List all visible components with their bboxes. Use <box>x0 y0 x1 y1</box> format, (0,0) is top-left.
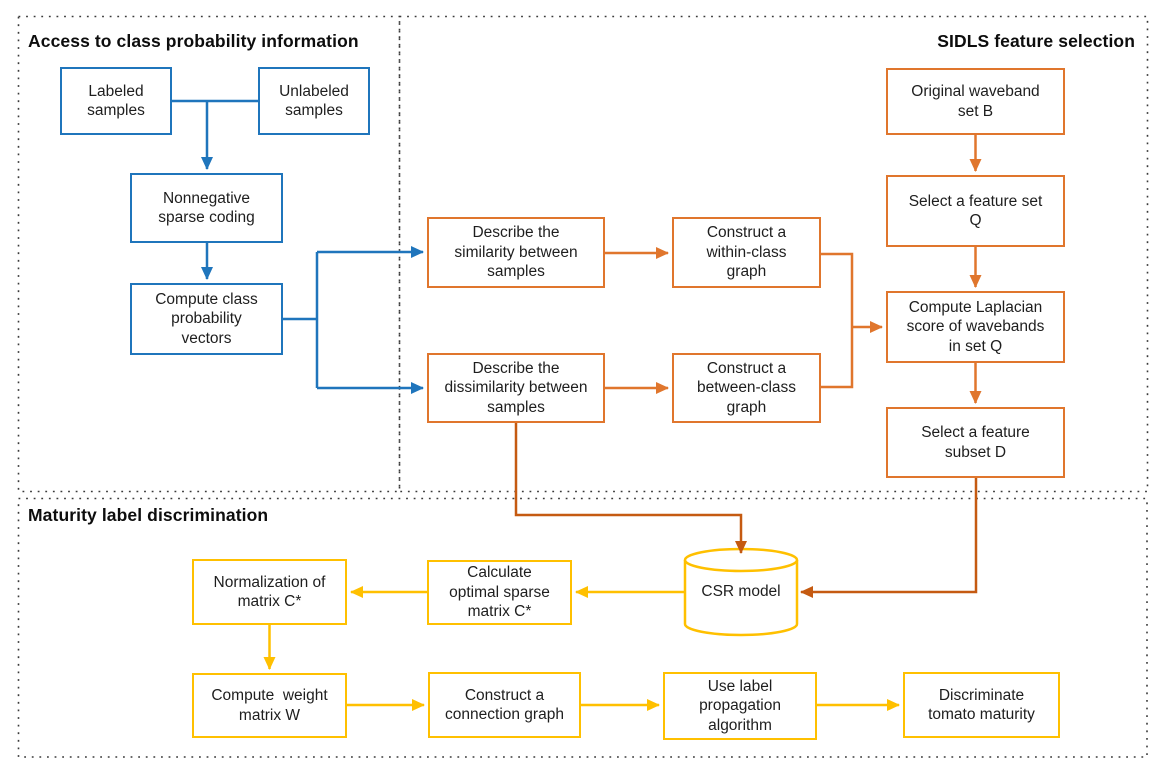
node-original-waveband-set: Original waveband set B <box>886 68 1065 135</box>
node-nonnegative-sparse-coding: Nonnegative sparse coding <box>130 173 283 243</box>
connectors-blue <box>172 99 424 394</box>
node-calculate-optimal-sparse-matrix: Calculate optimal sparse matrix C* <box>427 560 572 625</box>
node-describe-dissimilarity: Describe the dissimilarity between sampl… <box>427 353 605 423</box>
node-unlabeled-samples: Unlabeled samples <box>258 67 370 135</box>
node-construct-connection-graph: Construct a connection graph <box>428 672 581 738</box>
node-labeled-samples: Labeled samples <box>60 67 172 135</box>
connectors-dark-orange <box>514 423 978 598</box>
section-access-border <box>17 15 401 493</box>
node-select-feature-subset: Select a feature subset D <box>886 407 1065 478</box>
connectors-orange <box>605 135 982 404</box>
node-normalization-matrix: Normalization of matrix C* <box>192 559 347 625</box>
connectors-yellow <box>263 586 900 711</box>
node-discriminate-tomato-maturity: Discriminate tomato maturity <box>903 672 1060 738</box>
section-sidls-border <box>398 15 1149 493</box>
node-compute-weight-matrix: Compute weight matrix W <box>192 673 347 738</box>
node-compute-laplacian-score: Compute Laplacian score of wavebands in … <box>886 291 1065 363</box>
node-compute-class-probability: Compute class probability vectors <box>130 283 283 355</box>
node-describe-similarity: Describe the similarity between samples <box>427 217 605 288</box>
csr-cylinder-shape <box>683 547 799 637</box>
node-csr-model-label: CSR model <box>701 583 781 600</box>
node-construct-within-class-graph: Construct a within-class graph <box>672 217 821 288</box>
title-sidls-section: SIDLS feature selection <box>937 31 1135 51</box>
section-borders <box>17 15 1149 758</box>
node-select-feature-set: Select a feature set Q <box>886 175 1065 247</box>
title-access-section: Access to class probability information <box>28 31 359 51</box>
title-maturity-section: Maturity label discrimination <box>28 505 269 525</box>
node-construct-between-class-graph: Construct a between-class graph <box>672 353 821 423</box>
node-use-label-propagation: Use label propagation algorithm <box>663 672 817 740</box>
